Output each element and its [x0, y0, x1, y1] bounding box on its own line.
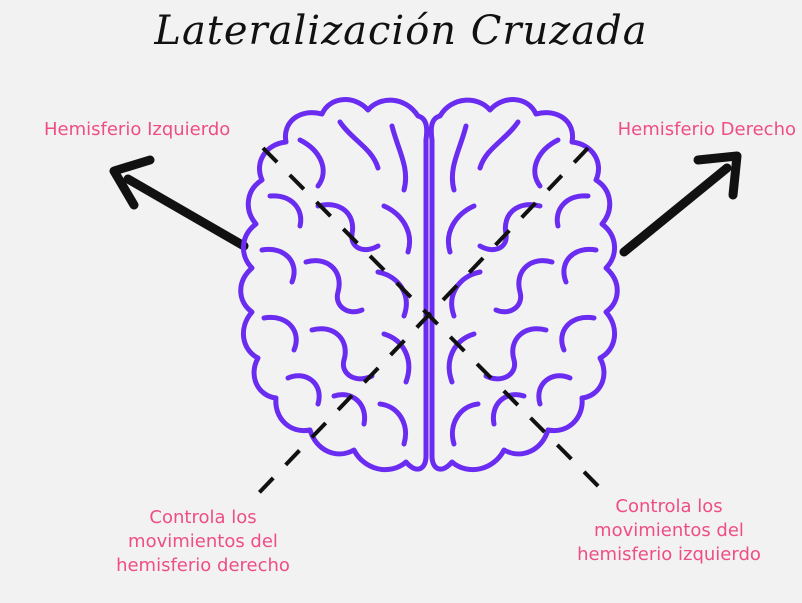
brain-illustration: [241, 100, 618, 470]
arrow-right-up-icon: [624, 156, 737, 252]
arrow-left-up-icon: [114, 160, 244, 246]
